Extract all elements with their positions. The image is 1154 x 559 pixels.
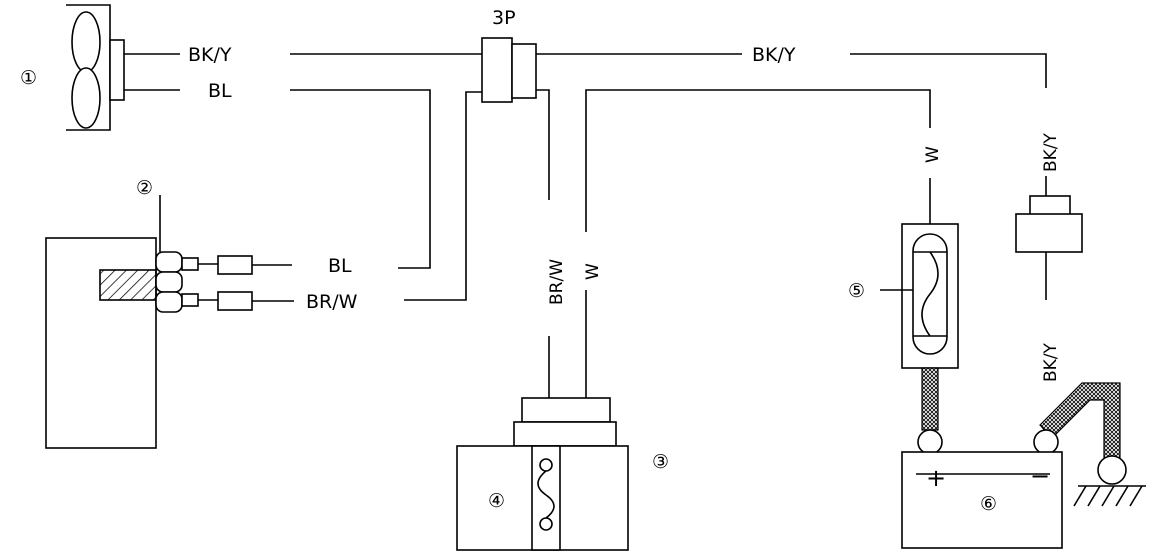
callout-5: ⑤ <box>848 280 865 302</box>
fuse-holder <box>1015 195 1083 253</box>
fuse <box>880 223 959 369</box>
label-fan-bk-y: BK/Y <box>188 44 232 66</box>
thermostat-relay <box>456 397 629 551</box>
callout-3: ③ <box>652 451 669 473</box>
label-vert-br-w: BR/W <box>547 259 567 305</box>
label-fuse-w: W <box>923 146 943 163</box>
label-switch-bl: BL <box>328 255 352 277</box>
ground-symbol <box>1073 455 1146 507</box>
label-top-bk-y: BK/Y <box>752 44 796 66</box>
battery <box>901 429 1063 549</box>
battery-plus: + <box>926 464 946 492</box>
label-right-bk-y-bottom: BK/Y <box>1041 342 1061 382</box>
battery-positive-cable <box>921 367 939 431</box>
label-vert-w: W <box>583 263 603 280</box>
fan-switch-housing <box>45 195 294 449</box>
label-switch-br-w: BR/W <box>306 291 358 313</box>
callout-2: ② <box>136 177 153 199</box>
fan-motor <box>66 4 125 131</box>
label-right-bk-y-top: BK/Y <box>1041 132 1061 172</box>
callout-4: ④ <box>488 490 505 512</box>
connector-3p <box>481 37 537 103</box>
battery-minus: − <box>1030 462 1050 490</box>
callout-6: ⑥ <box>980 493 997 515</box>
callout-1: ① <box>20 67 37 89</box>
label-connector-3p: 3P <box>492 7 516 29</box>
label-fan-bl: BL <box>208 80 232 102</box>
